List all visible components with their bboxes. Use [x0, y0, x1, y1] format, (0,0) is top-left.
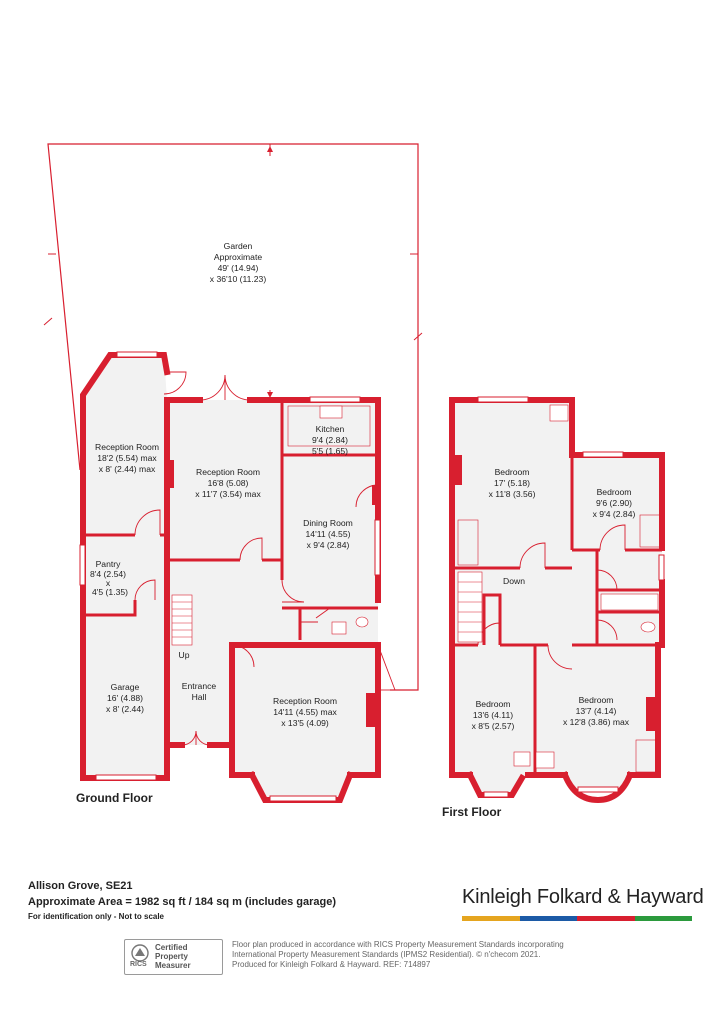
- bed3-name: Bedroom: [476, 699, 511, 709]
- bed2-name: Bedroom: [597, 487, 632, 497]
- first-floor-plan: [449, 396, 665, 804]
- first-floor-labels: Bedroom 17' (5.18) x 11'8 (3.56) Bedroom…: [442, 467, 635, 819]
- brand-bar-yellow: [462, 916, 520, 921]
- ground-stairs: [171, 594, 193, 646]
- garage-name: Garage: [111, 682, 140, 692]
- ground-floor-plan: [79, 351, 396, 803]
- first-stairs: [457, 571, 483, 643]
- stairs-up: Up: [179, 650, 190, 660]
- bed3-dim1: 13'6 (4.11): [473, 710, 513, 720]
- brand-name: Kinleigh Folkard & Hayward: [462, 886, 704, 908]
- ground-floor-labels: Reception Room 18'2 (5.54) max x 8' (2.4…: [76, 424, 353, 805]
- garden-dim2: x 36'10 (11.23): [210, 274, 267, 284]
- rics-mark: RICS: [130, 961, 147, 968]
- reception-left-name: Reception Room: [95, 442, 159, 452]
- reception-left-dim1: 18'2 (5.54) max: [97, 453, 157, 463]
- note-line3: Produced for Kinleigh Folkard & Hayward.…: [232, 960, 431, 969]
- reception-front-name: Reception Room: [273, 696, 337, 706]
- kitchen-dim1: 9'4 (2.84): [312, 435, 348, 445]
- pantry-dim2: 4'5 (1.35): [92, 587, 128, 597]
- garage-dim1: 16' (4.88): [107, 693, 143, 703]
- bed4-dim2: x 12'8 (3.86) max: [563, 717, 630, 727]
- garden-approx: Approximate: [214, 252, 262, 262]
- dining-name: Dining Room: [303, 518, 353, 528]
- rics-certified-badge: RICS Certified Property Measurer: [124, 939, 223, 975]
- garden-label: Garden Approximate 49' (14.94) x 36'10 (…: [210, 241, 267, 284]
- pantry-x: x: [106, 578, 111, 588]
- ground-floor-title: Ground Floor: [76, 791, 153, 805]
- brand-bar-red: [577, 916, 635, 921]
- garden-outline: [43, 143, 423, 691]
- bed1-name: Bedroom: [495, 467, 530, 477]
- reception-front-dim1: 14'11 (4.55) max: [273, 707, 337, 717]
- garden-dim1: 49' (14.94): [218, 263, 259, 273]
- brand-color-bar: [462, 916, 692, 921]
- reception-front-dim2: x 13'5 (4.09): [281, 718, 329, 728]
- reception-mid-name: Reception Room: [196, 467, 260, 477]
- bed2-dim2: x 9'4 (2.84): [593, 509, 636, 519]
- rics-line2: Property: [155, 952, 188, 961]
- first-floor-title: First Floor: [442, 805, 502, 819]
- rics-line3: Measurer: [155, 961, 191, 970]
- reception-left-dim2: x 8' (2.44) max: [99, 464, 156, 474]
- rics-line1: Certified: [155, 943, 188, 952]
- property-address: Allison Grove, SE21: [28, 880, 133, 892]
- bed3-dim2: x 8'5 (2.57): [472, 721, 515, 731]
- hall-name1: Entrance: [182, 681, 217, 691]
- note-line2: International Property Measurement Stand…: [232, 950, 541, 959]
- garden-name: Garden: [224, 241, 253, 251]
- rics-text: Certified Property Measurer: [155, 943, 191, 970]
- reception-mid-dim1: 16'8 (5.08): [208, 478, 249, 488]
- bed4-dim1: 13'7 (4.14): [576, 706, 617, 716]
- note-line1: Floor plan produced in accordance with R…: [232, 940, 564, 949]
- bed1-dim1: 17' (5.18): [494, 478, 530, 488]
- brand-bar-blue: [519, 916, 577, 921]
- stairs-down: Down: [503, 576, 525, 586]
- rics-logo-icon: [131, 944, 149, 962]
- bed1-dim2: x 11'8 (3.56): [489, 489, 536, 499]
- bed2-dim1: 9'6 (2.90): [596, 498, 632, 508]
- measurement-note: Floor plan produced in accordance with R…: [232, 940, 612, 970]
- identification-note: For identification only - Not to scale: [28, 912, 165, 921]
- kitchen-name: Kitchen: [316, 424, 345, 434]
- hall-name2: Hall: [192, 692, 207, 702]
- pantry-dim1: 8'4 (2.54): [90, 569, 126, 579]
- dining-dim1: 14'11 (4.55): [306, 529, 351, 539]
- garage-dim2: x 8' (2.44): [106, 704, 144, 714]
- kitchen-dim2: 5'5 (1.65): [312, 446, 348, 456]
- dining-dim2: x 9'4 (2.84): [307, 540, 350, 550]
- bed4-name: Bedroom: [579, 695, 614, 705]
- reception-mid-dim2: x 11'7 (3.54) max: [195, 489, 261, 499]
- pantry-name: Pantry: [96, 559, 122, 569]
- brand-bar-green: [634, 916, 692, 921]
- approximate-area: Approximate Area = 1982 sq ft / 184 sq m…: [28, 896, 337, 908]
